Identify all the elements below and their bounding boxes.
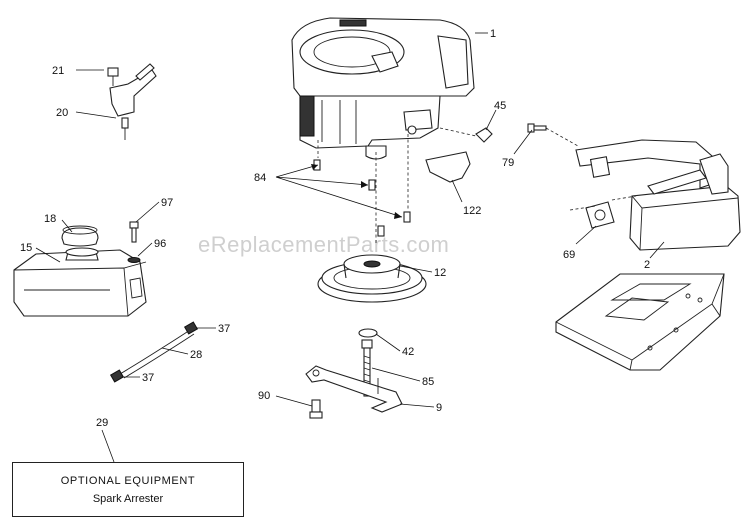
engine-mount-plate <box>555 273 725 371</box>
watermark: eReplacementParts.com <box>198 232 449 257</box>
throttle-control <box>107 63 157 140</box>
callout-45: 45 <box>494 100 506 112</box>
callout-79: 79 <box>502 157 514 169</box>
engine <box>291 17 475 149</box>
pulley <box>317 145 427 303</box>
washer <box>358 328 378 338</box>
callout-2: 2 <box>644 259 650 271</box>
callout-96: 96 <box>154 238 166 250</box>
optional-equipment-item: Spark Arrester <box>92 493 164 505</box>
callout-28: 28 <box>190 349 202 361</box>
pulley-bolt <box>361 339 373 397</box>
callout-85: 85 <box>422 376 434 388</box>
callout-1: 1 <box>490 28 496 40</box>
callout-42: 42 <box>402 346 414 358</box>
fuel-cap <box>61 225 99 247</box>
engine-bolts <box>313 159 411 237</box>
callout-18: 18 <box>44 213 56 225</box>
gasket <box>585 201 615 229</box>
callout-9: 9 <box>436 402 442 414</box>
callout-37-top: 37 <box>218 323 230 335</box>
callout-15: 15 <box>20 242 32 254</box>
belt-guide-bracket <box>305 365 403 413</box>
callout-29: 29 <box>96 417 108 429</box>
tank-screw <box>127 221 141 263</box>
callout-122: 122 <box>463 205 481 217</box>
callout-21: 21 <box>52 65 64 77</box>
fitting <box>475 127 493 143</box>
callout-20: 20 <box>56 107 68 119</box>
exhaust-bolt <box>527 123 547 133</box>
callout-37-bottom: 37 <box>142 372 154 384</box>
callout-97: 97 <box>161 197 173 209</box>
arrowheads <box>311 164 402 219</box>
optional-equipment-title: OPTIONAL EQUIPMENT <box>60 475 196 487</box>
optional-equipment-box: OPTIONAL EQUIPMENT Spark Arrester <box>12 462 244 517</box>
callout-12: 12 <box>434 267 446 279</box>
callout-69: 69 <box>563 249 575 261</box>
muffler <box>575 139 741 251</box>
fuel-tank <box>13 247 147 317</box>
heat-shield <box>425 151 471 183</box>
callout-84: 84 <box>254 172 266 184</box>
bracket-bolt <box>309 399 323 419</box>
leader-lines <box>35 32 665 463</box>
callout-90: 90 <box>258 390 270 402</box>
